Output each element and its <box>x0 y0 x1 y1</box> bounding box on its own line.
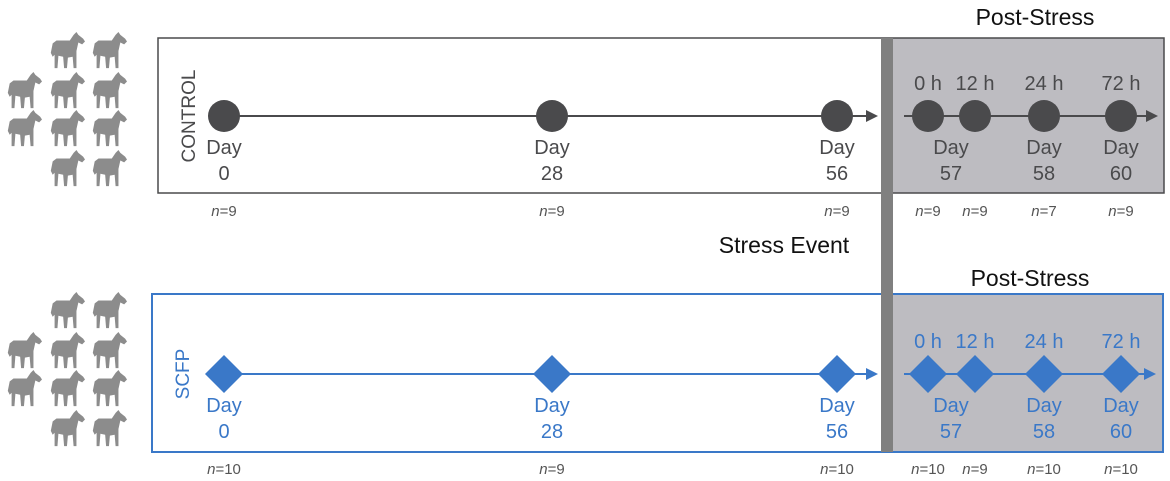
day-number-label: 57 <box>940 421 962 443</box>
horse-icon <box>92 110 127 147</box>
post-timeline-arrowhead <box>1146 110 1158 122</box>
sample-size-label: n=9 <box>1108 203 1133 220</box>
day-number-label: 28 <box>541 421 563 443</box>
post-timepoint-marker <box>912 100 944 132</box>
stress-event-label: Stress Event <box>719 232 850 258</box>
horse-herd <box>7 32 127 187</box>
sample-size-label: n=10 <box>820 461 854 478</box>
post-timepoint-marker <box>956 355 994 393</box>
day-word-label: Day <box>1103 137 1139 159</box>
day-word-label: Day <box>1026 395 1062 417</box>
horse-icon <box>7 72 43 109</box>
sample-size-label: n=9 <box>824 203 849 220</box>
group-box <box>157 37 1165 194</box>
day-word-label: Day <box>534 137 570 159</box>
horse-icon <box>92 410 127 447</box>
post-timepoint-marker <box>1025 355 1063 393</box>
timeline-arrowhead <box>866 110 878 122</box>
horse-icon <box>7 370 43 407</box>
sample-size-label: n=9 <box>962 461 987 478</box>
post-timepoint-marker <box>909 355 947 393</box>
day-word-label: Day <box>1103 395 1139 417</box>
horse-icon <box>92 72 127 109</box>
horse-icon <box>50 150 85 187</box>
horse-icon <box>50 410 85 447</box>
horse-icon <box>92 292 127 329</box>
group-label: SCFP <box>173 349 194 400</box>
hour-label: 24 h <box>1025 331 1064 353</box>
day-number-label: 58 <box>1033 163 1055 185</box>
sample-size-label: n=9 <box>211 203 236 220</box>
horse-icon <box>92 32 127 69</box>
timepoint-marker <box>536 100 568 132</box>
horse-herd <box>7 292 127 447</box>
hour-label: 24 h <box>1025 73 1064 95</box>
timeline-arrowhead <box>866 368 878 380</box>
group-label: CONTROL <box>179 70 200 163</box>
sample-size-label: n=7 <box>1031 203 1056 220</box>
horse-icon <box>92 370 127 407</box>
sample-size-label: n=10 <box>911 461 945 478</box>
horse-icon <box>92 332 127 369</box>
hour-label: 0 h <box>914 73 942 95</box>
timepoint-marker <box>205 355 243 393</box>
stress-event-bar <box>881 38 893 452</box>
hour-label: 72 h <box>1102 331 1141 353</box>
group-box <box>151 293 1164 453</box>
hour-label: 0 h <box>914 331 942 353</box>
day-number-label: 0 <box>218 163 229 185</box>
post-timepoint-marker <box>1102 355 1140 393</box>
horse-icon <box>50 110 85 147</box>
hour-label: 72 h <box>1102 73 1141 95</box>
sample-size-label: n=10 <box>1027 461 1061 478</box>
day-number-label: 56 <box>826 421 848 443</box>
timepoint-marker <box>208 100 240 132</box>
day-word-label: Day <box>819 395 855 417</box>
day-word-label: Day <box>933 137 969 159</box>
timepoint-marker <box>818 355 856 393</box>
day-word-label: Day <box>1026 137 1062 159</box>
day-number-label: 56 <box>826 163 848 185</box>
day-word-label: Day <box>534 395 570 417</box>
post-stress-label: Post-Stress <box>976 4 1095 30</box>
timepoint-marker <box>533 355 571 393</box>
hour-label: 12 h <box>956 73 995 95</box>
day-number-label: 58 <box>1033 421 1055 443</box>
horse-icon <box>50 292 85 329</box>
day-word-label: Day <box>933 395 969 417</box>
horse-icon <box>50 370 85 407</box>
horse-icon <box>50 32 85 69</box>
sample-size-label: n=10 <box>207 461 241 478</box>
day-number-label: 0 <box>218 421 229 443</box>
horse-icon <box>7 332 43 369</box>
sample-size-label: n=9 <box>962 203 987 220</box>
timepoint-marker <box>821 100 853 132</box>
post-timepoint-marker <box>1105 100 1137 132</box>
post-timepoint-marker <box>1028 100 1060 132</box>
day-word-label: Day <box>819 137 855 159</box>
day-word-label: Day <box>206 395 242 417</box>
horse-icon <box>92 150 127 187</box>
day-number-label: 60 <box>1110 421 1132 443</box>
sample-size-label: n=9 <box>539 203 564 220</box>
sample-size-label: n=9 <box>539 461 564 478</box>
post-timeline-arrowhead <box>1144 368 1156 380</box>
day-number-label: 57 <box>940 163 962 185</box>
sample-size-label: n=10 <box>1104 461 1138 478</box>
day-word-label: Day <box>206 137 242 159</box>
hour-label: 12 h <box>956 331 995 353</box>
post-stress-label: Post-Stress <box>971 265 1090 291</box>
post-timepoint-marker <box>959 100 991 132</box>
day-number-label: 28 <box>541 163 563 185</box>
horse-icon <box>50 332 85 369</box>
sample-size-label: n=9 <box>915 203 940 220</box>
horse-icon <box>7 110 43 147</box>
horse-icon <box>50 72 85 109</box>
day-number-label: 60 <box>1110 163 1132 185</box>
